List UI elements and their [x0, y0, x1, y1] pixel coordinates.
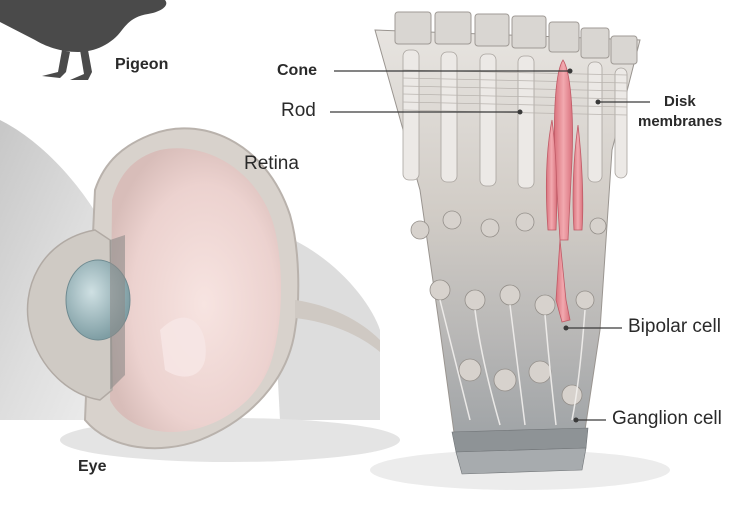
label-rod: Rod — [281, 100, 316, 122]
label-pigeon: Pigeon — [115, 56, 168, 74]
label-eye: Eye — [78, 458, 106, 476]
retina-section — [375, 12, 640, 474]
label-cone: Cone — [277, 62, 317, 80]
label-membranes: membranes — [638, 113, 722, 130]
label-retina: Retina — [244, 153, 299, 175]
label-ganglion-cell: Ganglion cell — [612, 408, 722, 430]
label-disk: Disk — [664, 93, 696, 110]
label-bipolar-cell: Bipolar cell — [628, 316, 721, 338]
